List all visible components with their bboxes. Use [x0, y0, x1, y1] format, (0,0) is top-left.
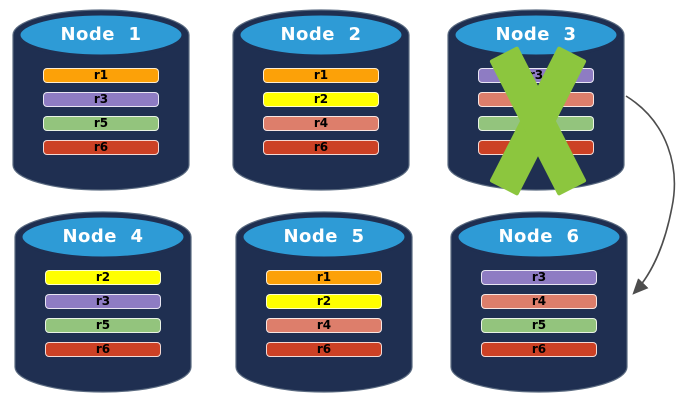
replica-label: r6: [93, 140, 109, 154]
node-5: Node 5 r1 r2 r4 r6: [234, 210, 414, 394]
node-3: Node 3 r3 r4 r5 r6: [446, 8, 626, 196]
replica-bar: r3: [45, 294, 161, 309]
replica-label: r3: [95, 294, 111, 308]
replica-label: r5: [95, 318, 111, 332]
replica-bar: r2: [263, 92, 379, 107]
replica-label: r4: [528, 92, 544, 106]
replica-label: r6: [313, 140, 329, 154]
node-2: Node 2 r1 r2 r4 r6: [231, 8, 411, 192]
node-1: Node 1 r1 r3 r5 r6: [11, 8, 191, 192]
replica-bar: r6: [43, 140, 159, 155]
replica-label: r5: [93, 116, 109, 130]
replica-list: r3 r4 r5 r6: [478, 68, 594, 164]
replica-bar: r5: [478, 116, 594, 131]
replica-bar: r1: [266, 270, 382, 285]
replica-bar: r4: [478, 92, 594, 107]
replica-bar: r4: [263, 116, 379, 131]
replica-bar: r1: [43, 68, 159, 83]
replica-bar: r5: [43, 116, 159, 131]
replica-bar: r4: [266, 318, 382, 333]
replica-label: r5: [528, 116, 544, 130]
replica-label: r2: [316, 294, 332, 308]
replica-bar: r6: [263, 140, 379, 155]
replica-list: r2 r3 r5 r6: [45, 270, 161, 366]
replica-label: r5: [531, 318, 547, 332]
replica-label: r6: [531, 342, 547, 356]
node-4: Node 4 r2 r3 r5 r6: [13, 210, 193, 394]
node-title: Node 6: [498, 226, 580, 247]
replica-label: r4: [316, 318, 332, 332]
replica-bar: r6: [481, 342, 597, 357]
replica-bar: r6: [478, 140, 594, 155]
replica-bar: r3: [478, 68, 594, 83]
replica-bar: r5: [45, 318, 161, 333]
node-6: Node 6 r3 r4 r5 r6: [449, 210, 629, 394]
replica-list: r1 r2 r4 r6: [263, 68, 379, 164]
replica-list: r1 r2 r4 r6: [266, 270, 382, 366]
replica-bar: r2: [45, 270, 161, 285]
replica-list: r1 r3 r5 r6: [43, 68, 159, 164]
replica-bar: r6: [266, 342, 382, 357]
replica-label: r1: [93, 68, 109, 82]
replica-label: r4: [531, 294, 547, 308]
replica-label: r3: [531, 270, 547, 284]
replica-label: r1: [316, 270, 332, 284]
replica-label: r6: [95, 342, 111, 356]
node-title: Node 4: [62, 226, 144, 247]
replica-label: r2: [95, 270, 111, 284]
replica-label: r2: [313, 92, 329, 106]
node-title: Node 2: [280, 24, 362, 45]
replica-bar: r3: [481, 270, 597, 285]
node-title: Node 3: [495, 24, 577, 45]
replica-label: r3: [93, 92, 109, 106]
node-title: Node 1: [60, 24, 142, 45]
replica-bar: r1: [263, 68, 379, 83]
replica-bar: r4: [481, 294, 597, 309]
replica-label: r4: [313, 116, 329, 130]
replica-bar: r2: [266, 294, 382, 309]
replica-list: r3 r4 r5 r6: [481, 270, 597, 366]
replica-bar: r5: [481, 318, 597, 333]
replica-label: r3: [528, 68, 544, 82]
node-title: Node 5: [283, 226, 365, 247]
replica-label: r6: [528, 140, 544, 154]
replica-label: r1: [313, 68, 329, 82]
replica-bar: r6: [45, 342, 161, 357]
replica-bar: r3: [43, 92, 159, 107]
replica-label: r6: [316, 342, 332, 356]
